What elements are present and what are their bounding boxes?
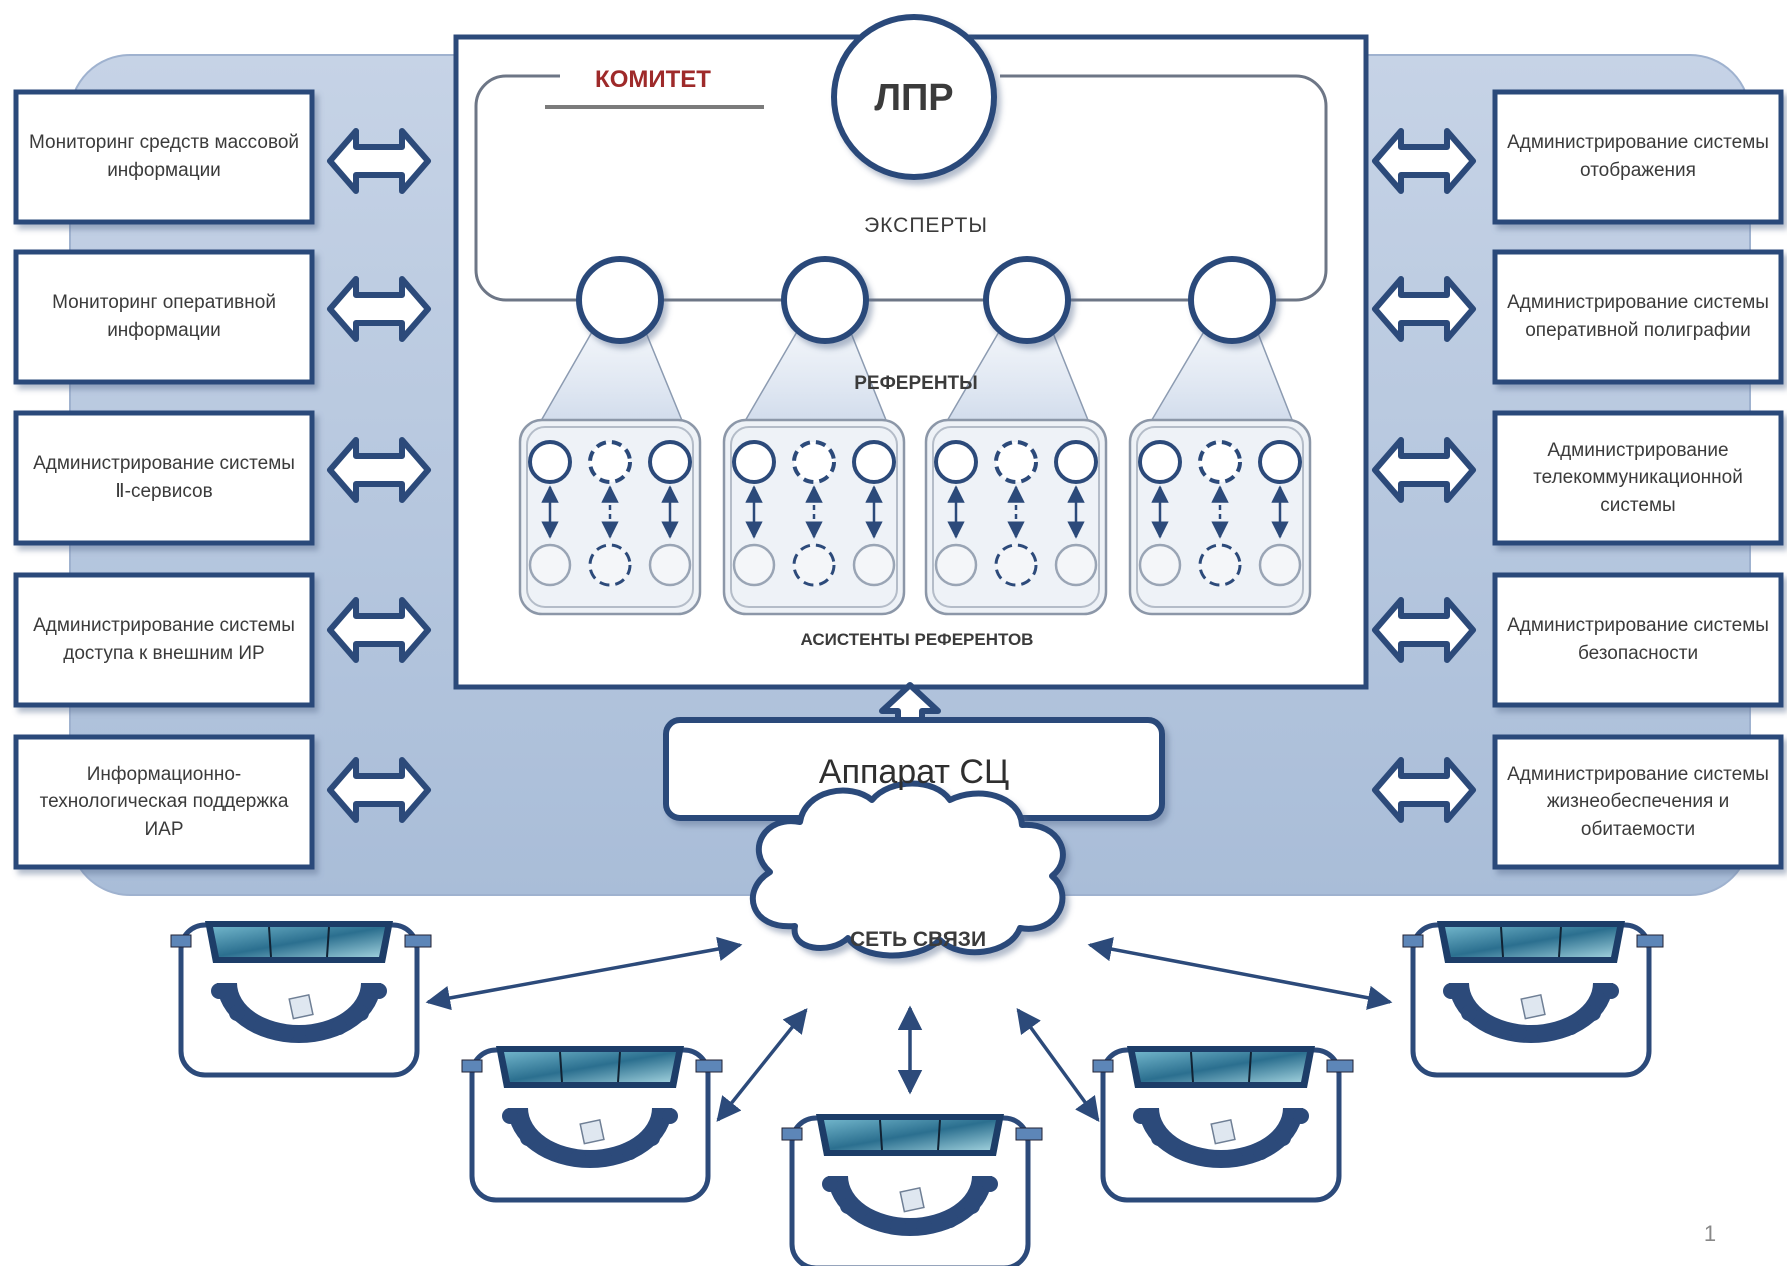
- referent-circle: [792, 440, 836, 484]
- assistant-circle: [792, 543, 836, 587]
- left-box-label: Администрирование системы Ⅱ-сервисов: [33, 453, 295, 502]
- network-link: [1087, 937, 1393, 1010]
- assistant-circle: [852, 543, 896, 587]
- left-box-label: Мониторинг оперативной информации: [52, 292, 276, 341]
- right-box-label: Администрирование системы отображения: [1507, 132, 1769, 181]
- dm-label: ЛПР: [874, 77, 953, 119]
- referent-circle: [588, 440, 632, 484]
- right-box-label: Администрирование системы жизнеобеспечен…: [1507, 763, 1769, 840]
- right-box: [1492, 249, 1784, 385]
- situation-room-icon: [782, 1114, 1042, 1266]
- left-box: [13, 249, 315, 385]
- left-box: [13, 572, 315, 708]
- assistant-circle: [1198, 543, 1242, 587]
- assistant-circle: [732, 543, 776, 587]
- expert-circle: [781, 256, 869, 344]
- expert-circle: [1188, 256, 1276, 344]
- assistant-circle: [1258, 543, 1302, 587]
- left-box-label: Мониторинг средств массовой информации: [29, 132, 299, 181]
- referent-circle: [732, 440, 776, 484]
- referent-circle: [528, 440, 572, 484]
- left-box: [13, 89, 315, 225]
- left-boxes: [13, 89, 315, 870]
- right-boxes: [1492, 89, 1784, 870]
- left-box: [13, 734, 315, 870]
- left-box-label: Администрирование системы доступа к внеш…: [33, 615, 295, 664]
- assistant-circle: [588, 543, 632, 587]
- referent-groups: [518, 418, 1312, 616]
- assistant-circle: [934, 543, 978, 587]
- referent-group: [924, 418, 1108, 616]
- network-link: [716, 1008, 808, 1122]
- situation-room-icon: [1403, 921, 1663, 1075]
- referent-circle: [1054, 440, 1098, 484]
- referents-label: РЕФЕРЕНТЫ: [854, 373, 978, 394]
- referent-group: [722, 418, 906, 616]
- network-link: [425, 936, 743, 1011]
- right-box-label: Администрирование телекоммуникационной с…: [1533, 439, 1743, 516]
- referent-circle: [1198, 440, 1242, 484]
- referent-group: [518, 418, 702, 616]
- experts-label: ЭКСПЕРТЫ: [864, 214, 988, 237]
- situation-room-icon: [171, 921, 431, 1075]
- right-box: [1492, 410, 1784, 546]
- referent-circle: [934, 440, 978, 484]
- referent-circle: [1258, 440, 1302, 484]
- dm-circle: [831, 14, 997, 180]
- referent-group: [1128, 418, 1312, 616]
- right-box: [1492, 89, 1784, 225]
- expert-circle: [576, 256, 664, 344]
- situation-room-icon: [1093, 1046, 1353, 1200]
- referent-circle: [852, 440, 896, 484]
- network-connections: [425, 936, 1393, 1122]
- referent-circle: [994, 440, 1038, 484]
- assistant-circle: [528, 543, 572, 587]
- situation-room-icon: [462, 1046, 722, 1200]
- assistants-label: АСИСТЕНТЫ РЕФЕРЕНТОВ: [801, 630, 1034, 649]
- right-box-label: Администрирование системы оперативной по…: [1507, 292, 1769, 341]
- committee-label: КОМИТЕТ: [595, 66, 711, 93]
- situation-rooms: [171, 921, 1663, 1266]
- expert-circles: [576, 256, 1276, 344]
- left-box-label: Информационно-технологическая поддержка …: [39, 763, 289, 840]
- network-label: СЕТЬ СВЯЗИ: [850, 928, 986, 951]
- network-link: [1016, 1008, 1100, 1122]
- page-number: 1: [1704, 1221, 1716, 1246]
- committee-frame: [474, 74, 1328, 302]
- referent-circle: [1138, 440, 1182, 484]
- assistant-circle: [994, 543, 1038, 587]
- right-box: [1492, 572, 1784, 708]
- right-box-label: Администрирование системы безопасности: [1507, 615, 1769, 664]
- expert-circle: [983, 256, 1071, 344]
- left-box: [13, 410, 315, 546]
- assistant-circle: [1054, 543, 1098, 587]
- assistant-circle: [648, 543, 692, 587]
- right-box: [1492, 734, 1784, 870]
- assistant-circle: [1138, 543, 1182, 587]
- referent-circle: [648, 440, 692, 484]
- cloud-icon: [749, 780, 1066, 959]
- apparatus-label: Аппарат СЦ: [819, 753, 1009, 791]
